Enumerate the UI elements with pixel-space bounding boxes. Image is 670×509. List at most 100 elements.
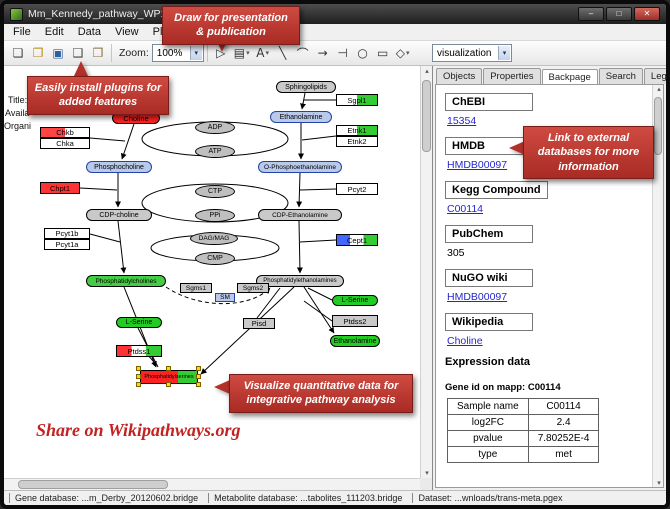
tab-search[interactable]: Search xyxy=(598,68,643,84)
datanode-tool[interactable]: ▤▾ xyxy=(231,43,253,63)
scrollbar-thumb[interactable] xyxy=(422,80,431,152)
shapes-tool[interactable]: ◇▾ xyxy=(393,43,413,63)
selection-handle[interactable] xyxy=(166,382,171,387)
zoom-select[interactable]: 100% ▾ xyxy=(151,44,204,62)
node-pcyt1b[interactable]: Pcyt1b xyxy=(44,228,90,239)
node-ptdss1[interactable]: Ptdss1 xyxy=(116,345,162,357)
node-cdp-choline[interactable]: CDP-choline xyxy=(86,209,152,221)
backpage-header-nugo-wiki: NuGO wiki xyxy=(445,269,533,287)
node-ctp[interactable]: CTP xyxy=(195,185,235,198)
node-sm[interactable]: SM xyxy=(215,293,235,302)
menu-data[interactable]: Data xyxy=(77,26,101,38)
selection-handle[interactable] xyxy=(196,374,201,379)
new-file-button[interactable]: ❏ xyxy=(8,43,28,63)
close-button[interactable]: ✕ xyxy=(634,7,660,21)
backpage-value-chebi[interactable]: 15354 xyxy=(447,115,477,127)
node-l-serine[interactable]: L-Serine xyxy=(116,317,162,328)
node-pcyt1a[interactable]: Pcyt1a xyxy=(44,239,90,250)
node-phosphatidylcholines[interactable]: Phosphatidylcholines xyxy=(86,275,166,287)
node-sgpl1[interactable]: Sgpl1 xyxy=(336,94,378,106)
selection-handle[interactable] xyxy=(196,366,201,371)
scroll-up-icon[interactable]: ▴ xyxy=(425,68,429,75)
node-ptdss2[interactable]: Ptdss2 xyxy=(332,315,378,327)
copy-icon: ❑ xyxy=(72,46,84,60)
paste-button[interactable]: ❒ xyxy=(88,43,108,63)
selection-handle[interactable] xyxy=(166,366,171,371)
node-atp[interactable]: ATP xyxy=(195,145,235,158)
chevron-down-icon: ▾ xyxy=(498,46,510,60)
tab-objects[interactable]: Objects xyxy=(436,68,483,84)
label-tool[interactable]: A▾ xyxy=(253,43,273,63)
rect-tool[interactable]: ▭ xyxy=(373,43,393,63)
node-pcyt2[interactable]: Pcyt2 xyxy=(336,183,378,195)
selection-icon: ▷ xyxy=(216,46,226,60)
node-phosphatidylethanolamines[interactable]: Phosphatidylethanolamines xyxy=(256,275,344,287)
save-button[interactable]: ▣ xyxy=(48,43,68,63)
menu-view[interactable]: View xyxy=(114,26,139,38)
scrollbar-thumb[interactable] xyxy=(654,97,662,155)
tab-backpage[interactable]: Backpage xyxy=(541,69,598,85)
selection-tool[interactable]: ▷ xyxy=(211,43,231,63)
line-tool[interactable]: ╲ xyxy=(273,43,293,63)
node-dag-mag[interactable]: DAG/MAG xyxy=(190,232,238,245)
scroll-up-icon[interactable]: ▴ xyxy=(657,86,661,93)
node-o-phosphoethanolamine[interactable]: O-Phosphoethanolamine xyxy=(258,161,342,173)
node-sphingolipids[interactable]: Sphingolipids xyxy=(276,81,336,93)
selection-handle[interactable] xyxy=(136,366,141,371)
tab-legend[interactable]: Legend xyxy=(643,68,666,84)
visualization-select[interactable]: visualization ▾ xyxy=(432,44,512,62)
scroll-down-icon[interactable]: ▾ xyxy=(657,480,661,487)
node-chkb[interactable]: Chkb xyxy=(40,127,90,138)
arc-tool[interactable]: ⌒ xyxy=(293,43,313,63)
node-phosphocholine[interactable]: Phosphocholine xyxy=(86,161,152,173)
node-adp[interactable]: ADP xyxy=(195,121,235,134)
node-ethanolamine[interactable]: Ethanolamine xyxy=(270,111,332,123)
canvas-vertical-scrollbar[interactable]: ▴ ▾ xyxy=(420,66,432,478)
node-pisd[interactable]: Pisd xyxy=(243,318,275,329)
node-cept1[interactable]: Cept1 xyxy=(336,234,378,246)
ellipse-tool[interactable]: ○ xyxy=(353,43,373,63)
copy-button[interactable]: ❑ xyxy=(68,43,88,63)
status-segment: Gene database: ...m_Derby_20120602.bridg… xyxy=(9,493,208,503)
node-l-serine[interactable]: L-Serine xyxy=(332,295,378,306)
backpage-header-wikipedia: Wikipedia xyxy=(445,313,533,331)
node-chpt1[interactable]: Chpt1 xyxy=(40,182,80,194)
expr-cell: 2.4 xyxy=(527,414,600,431)
open-file-button[interactable]: ❐ xyxy=(28,43,48,63)
expr-cell: C00114 xyxy=(527,398,600,415)
node-chka[interactable]: Chka xyxy=(40,138,90,149)
node-cmp[interactable]: CMP xyxy=(195,252,235,265)
gene-id-line: Gene id on mapp: C00114 xyxy=(445,382,561,393)
minimize-button[interactable]: – xyxy=(578,7,604,21)
node-ethanolamine[interactable]: Ethanolamine xyxy=(330,335,380,347)
menu-edit[interactable]: Edit xyxy=(44,26,64,38)
backpage-header-chebi: ChEBI xyxy=(445,93,533,111)
node-cdp-ethanolamine[interactable]: CDP-Ethanolamine xyxy=(258,209,342,221)
menu-file[interactable]: File xyxy=(13,26,31,38)
node-sgms1[interactable]: Sgms1 xyxy=(180,283,212,293)
tab-properties[interactable]: Properties xyxy=(483,68,541,84)
backpage-value-pubchem: 305 xyxy=(447,247,465,259)
backpage-value-wikipedia[interactable]: Choline xyxy=(447,335,483,347)
selection-handle[interactable] xyxy=(196,382,201,387)
maximize-button[interactable]: □ xyxy=(606,7,632,21)
tbar-tool[interactable]: ⊣ xyxy=(333,43,353,63)
scrollbar-thumb[interactable] xyxy=(18,480,168,489)
arc-icon: ⌒ xyxy=(296,46,309,61)
scroll-down-icon[interactable]: ▾ xyxy=(425,470,429,477)
zoom-label: Zoom: xyxy=(119,47,149,59)
backpage-value-nugo-wiki[interactable]: HMDB00097 xyxy=(447,291,508,303)
arrow-tool[interactable]: → xyxy=(313,43,333,63)
node-sgms2[interactable]: Sgms2 xyxy=(237,283,269,293)
panel-scrollbar[interactable]: ▴ ▾ xyxy=(652,85,663,487)
canvas-horizontal-scrollbar[interactable] xyxy=(4,478,420,490)
backpage-value-hmdb[interactable]: HMDB00097 xyxy=(447,159,508,171)
selection-handle[interactable] xyxy=(136,374,141,379)
node-etnk2[interactable]: Etnk2 xyxy=(336,136,378,147)
backpage-value-kegg-compound[interactable]: C00114 xyxy=(447,203,484,215)
node-etnk1[interactable]: Etnk1 xyxy=(336,125,378,136)
node-ppi[interactable]: PPi xyxy=(195,209,235,222)
callout-external-databases: Link to external databases for more info… xyxy=(523,126,654,179)
selection-handle[interactable] xyxy=(136,382,141,387)
left-panel-availa-label: Availa xyxy=(5,108,30,118)
